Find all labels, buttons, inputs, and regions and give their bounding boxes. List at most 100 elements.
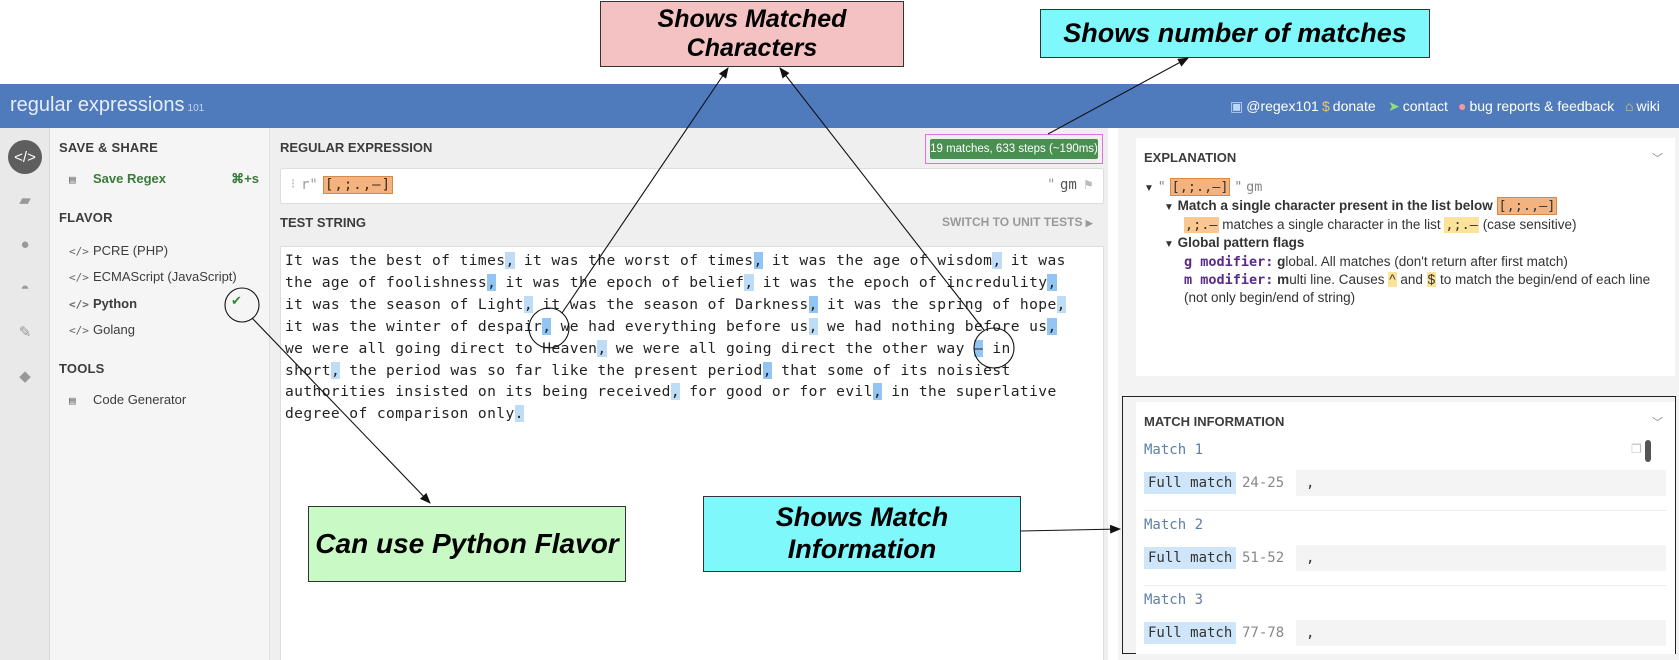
- match-highlight: ,: [330, 361, 341, 379]
- match-count-highlight: 19 matches, 633 steps (~190ms): [925, 134, 1103, 164]
- copy-icon[interactable]: ❐: [1631, 442, 1642, 456]
- explanation-charclass-detail: ,;.– matches a single character in the l…: [1184, 217, 1577, 233]
- match-highlight: ,: [487, 273, 497, 291]
- paper-plane-icon: ➤: [1388, 98, 1400, 114]
- match-title: Match 1: [1144, 442, 1204, 458]
- explanation-root: ▼ " [,;.,–] " gm: [1144, 178, 1263, 196]
- annotation-text: Shows Matched Characters: [657, 4, 847, 63]
- regex-label: REGULAR EXPRESSION: [280, 140, 433, 155]
- wiki-link[interactable]: ⌂wiki: [1625, 98, 1660, 114]
- tools-heading: TOOLS: [59, 361, 105, 376]
- annotation-number-of-matches: Shows number of matches: [1040, 9, 1430, 58]
- annotation-text: Shows Match Information: [775, 502, 949, 564]
- match-highlight: ,: [505, 252, 515, 269]
- donate-link[interactable]: $donate: [1322, 98, 1376, 114]
- twitter-icon: ▣: [1230, 98, 1244, 114]
- match-value[interactable]: ,: [1296, 545, 1666, 571]
- explanation-tree: ▼ " [,;.,–] " gm ▼ Match a single charac…: [1144, 178, 1669, 306]
- match-item: Match 3 Full match 77-78 ,: [1144, 592, 1666, 654]
- library-book-icon[interactable]: ▰: [19, 192, 31, 209]
- regex-input[interactable]: ⁝ r" [,;.,–] " gm ⚑: [280, 168, 1104, 204]
- regex-pattern[interactable]: [,;.,–]: [323, 176, 394, 194]
- annotation-python-flavor: Can use Python Flavor: [308, 506, 626, 582]
- code-icon: </>: [69, 271, 89, 284]
- regex-flags[interactable]: gm: [1060, 177, 1077, 193]
- match-value[interactable]: ,: [1296, 620, 1666, 646]
- flavor-python[interactable]: </>Python: [69, 296, 138, 311]
- match-highlight: ,: [744, 273, 754, 291]
- flavor-heading: FLAVOR: [59, 210, 113, 225]
- chevron-down-icon[interactable]: ﹀: [1652, 417, 1663, 429]
- match-range: 24-25: [1242, 475, 1285, 491]
- annotation-matched-characters: Shows Matched Characters: [600, 1, 904, 67]
- wrench-icon[interactable]: ✎: [18, 324, 32, 341]
- match-title: Match 3: [1144, 592, 1204, 608]
- explanation-g-modifier: g modifier: global. All matches (don't r…: [1184, 254, 1568, 270]
- match-value[interactable]: ,: [1296, 470, 1666, 496]
- right-panel: EXPLANATION ﹀ ▼ " [,;.,–] " gm ▼ Match a…: [1118, 128, 1679, 660]
- annotation-text: Can use Python Flavor: [315, 528, 619, 560]
- flavor-golang[interactable]: </>Golang: [69, 322, 135, 337]
- explanation-item-charclass: ▼ Match a single character present in th…: [1164, 197, 1558, 215]
- match-highlight: ,: [542, 317, 552, 335]
- caret-down-icon: ▼: [1144, 183, 1154, 194]
- divider: [1144, 510, 1666, 511]
- save-shortcut: ⌘+s: [231, 171, 259, 186]
- match-highlight: ,: [808, 295, 818, 313]
- flavor-pcre[interactable]: </>PCRE (PHP): [69, 243, 169, 258]
- chat-icon[interactable]: ◆: [19, 368, 31, 385]
- match-item: Match 2 Full match 51-52 ,: [1144, 517, 1666, 587]
- flavor-ecmascript[interactable]: </>ECMAScript (JavaScript): [69, 269, 237, 284]
- full-match-badge: Full match: [1144, 472, 1237, 494]
- flag-icon[interactable]: ⚑: [1084, 177, 1093, 193]
- drag-handle-icon[interactable]: ⁝: [291, 177, 296, 192]
- match-range: 51-52: [1242, 550, 1285, 566]
- explanation-m-modifier: m modifier: multi line. Causes ^ and $ t…: [1184, 272, 1651, 305]
- test-string-label: TEST STRING: [280, 215, 366, 230]
- code-icon: </>: [69, 245, 89, 258]
- chevron-down-icon[interactable]: ﹀: [1652, 153, 1663, 165]
- match-highlight: ,: [523, 295, 534, 313]
- annotation-text: Shows number of matches: [1063, 17, 1407, 48]
- match-highlight: ,: [762, 361, 772, 379]
- match-highlight: ,: [597, 339, 607, 357]
- explanation-heading: EXPLANATION: [1144, 150, 1237, 165]
- match-highlight: ,: [992, 252, 1002, 269]
- regex-prefix: r": [301, 177, 318, 193]
- user-icon[interactable]: ●: [20, 235, 30, 253]
- code-generator-link[interactable]: ▤Code Generator: [69, 392, 187, 407]
- twitter-link[interactable]: ▣@regex101: [1230, 98, 1319, 114]
- document-icon: ▤: [69, 394, 76, 407]
- match-highlight: ,: [1047, 273, 1057, 291]
- sidebar: SAVE & SHARE ▤Save Regex ⌘+s FLAVOR </>P…: [50, 128, 270, 660]
- match-item: Match 1 Full match 24-25 ,: [1144, 442, 1666, 512]
- explanation-item-flags: ▼ Global pattern flags: [1164, 235, 1305, 250]
- match-highlight: .: [514, 405, 524, 423]
- save-icon: ▤: [69, 173, 76, 186]
- scrollbar-thumb[interactable]: [1645, 440, 1651, 462]
- caret-down-icon: ▼: [1164, 239, 1174, 250]
- match-range: 77-78: [1242, 625, 1285, 641]
- test-string-text[interactable]: It was the best of times, it was the wor…: [285, 252, 1076, 423]
- match-highlight: ,: [670, 383, 681, 401]
- contact-link[interactable]: ➤contact: [1388, 98, 1448, 114]
- gamepad-icon[interactable]: ◓: [20, 279, 30, 297]
- full-match-badge: Full match: [1144, 547, 1237, 569]
- match-info-panel: MATCH INFORMATION ﹀ ❐ Match 1 Full match…: [1136, 402, 1675, 654]
- divider: [1144, 585, 1666, 586]
- caret-down-icon: ▼: [1164, 202, 1174, 213]
- explanation-panel: EXPLANATION ﹀ ▼ " [,;.,–] " gm ▼ Match a…: [1136, 138, 1675, 376]
- match-info-heading: MATCH INFORMATION: [1144, 414, 1285, 429]
- github-icon: ●: [1458, 98, 1467, 114]
- code-icon: </>: [69, 298, 89, 311]
- full-match-badge: Full match: [1144, 622, 1237, 644]
- code-icon[interactable]: </>: [8, 140, 42, 174]
- bug-reports-link[interactable]: ●bug reports & feedback: [1458, 98, 1615, 114]
- match-highlight: ,: [872, 383, 883, 401]
- regex-suffix: ": [1047, 177, 1056, 193]
- match-highlight: –: [973, 339, 984, 357]
- match-highlight: ,: [1056, 295, 1066, 313]
- save-regex-button[interactable]: ▤Save Regex ⌘+s: [69, 171, 259, 186]
- switch-unit-tests-button[interactable]: SWITCH TO UNIT TESTS ▶: [942, 215, 1093, 229]
